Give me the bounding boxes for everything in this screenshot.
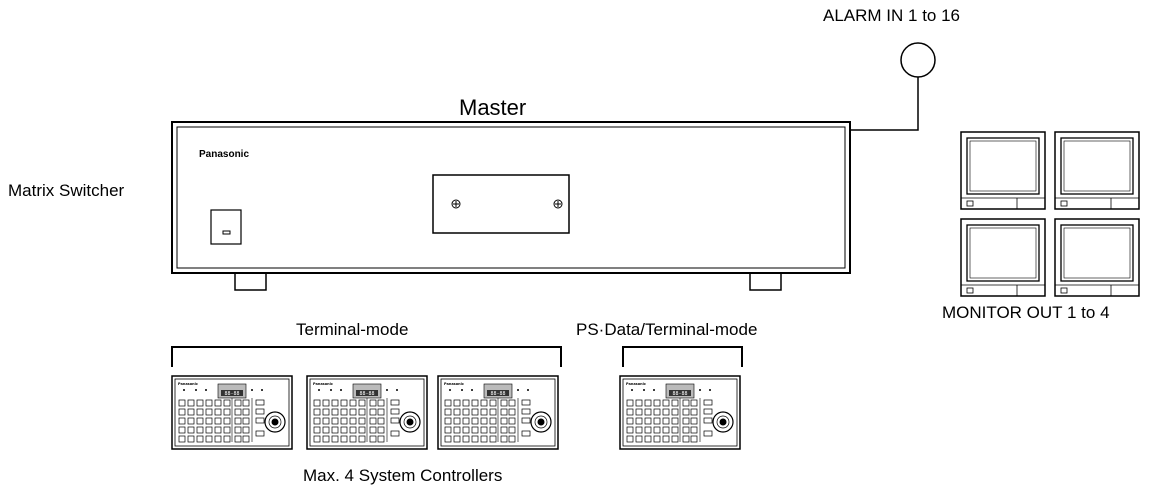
max-controllers-label: Max. 4 System Controllers bbox=[303, 466, 503, 485]
alarm-in-label: ALARM IN 1 to 16 bbox=[823, 6, 961, 25]
terminal-mode-bracket bbox=[171, 346, 562, 367]
system-controller-4 bbox=[619, 375, 741, 450]
monitor-4 bbox=[1054, 218, 1140, 297]
monitor-group bbox=[960, 131, 1140, 297]
ps-data-terminal-mode-label: PS·Data/Terminal-mode bbox=[576, 320, 758, 339]
switcher-foot-right bbox=[749, 273, 782, 291]
panel-screw-left bbox=[451, 199, 461, 209]
matrix-switcher-unit bbox=[171, 121, 851, 291]
brand-logo: Panasonic bbox=[199, 149, 250, 160]
monitor-out-label: MONITOR OUT 1 to 4 bbox=[942, 303, 1110, 322]
master-label: Master bbox=[459, 95, 527, 120]
system-controller-1 bbox=[171, 375, 293, 450]
matrix-switcher-label: Matrix Switcher bbox=[8, 181, 125, 200]
system-controller-3 bbox=[437, 375, 559, 450]
ps-data-bracket bbox=[622, 346, 743, 367]
alarm-connection bbox=[850, 42, 936, 131]
power-switch bbox=[210, 209, 242, 245]
monitor-1 bbox=[960, 131, 1046, 210]
monitor-2 bbox=[1054, 131, 1140, 210]
terminal-mode-label: Terminal-mode bbox=[296, 320, 409, 339]
switcher-foot-left bbox=[234, 273, 267, 291]
front-panel-cover bbox=[432, 174, 570, 234]
panel-screw-right bbox=[553, 199, 563, 209]
alarm-connection-line bbox=[850, 77, 919, 131]
alarm-input-icon bbox=[900, 42, 936, 78]
monitor-3 bbox=[960, 218, 1046, 297]
system-controller-2 bbox=[306, 375, 428, 450]
